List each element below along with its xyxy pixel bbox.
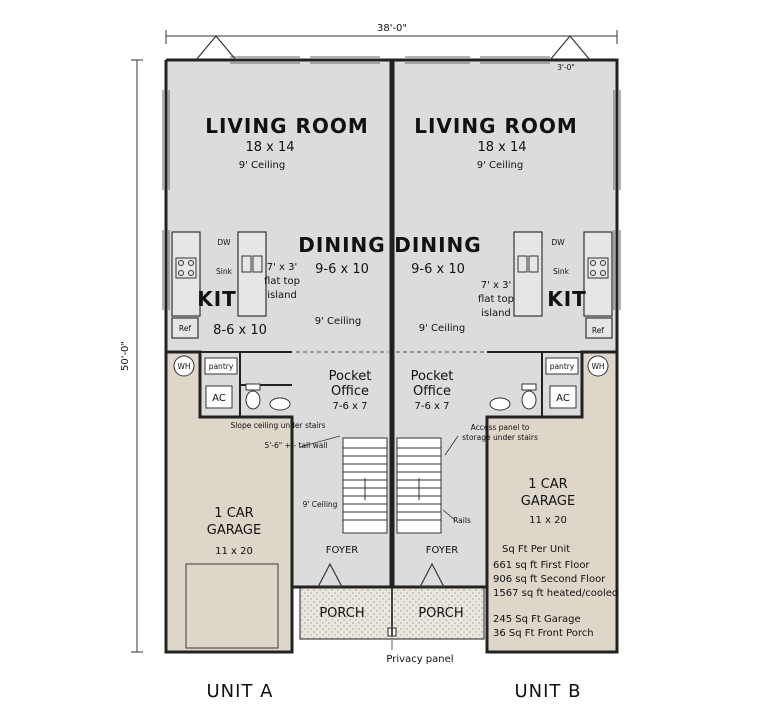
unit-b-office-size: 7-6 x 7: [415, 401, 450, 412]
unit-b-island-2: flat top: [478, 294, 514, 305]
unit-a-dining-ceiling: 9' Ceiling: [315, 316, 361, 327]
unit-a-garage-name-2: GARAGE: [207, 523, 261, 538]
unit-a-sink-label: Sink: [216, 267, 233, 276]
unit-b-office-name-1: Pocket: [411, 369, 454, 384]
unit-b-office-name-2: Office: [413, 384, 451, 399]
unit-b-rails-note: Rails: [453, 516, 471, 525]
width-dimension: 38'-0": [165, 23, 618, 44]
privacy-panel-label: Privacy panel: [386, 654, 453, 665]
unit-b-porch-label: PORCH: [418, 606, 463, 621]
unit-b-title: UNIT B: [514, 681, 581, 702]
unit-a-ac: [205, 385, 233, 409]
unit-b-dw-label: DW: [551, 238, 565, 247]
unit-b-living-ceiling: 9' Ceiling: [477, 160, 523, 171]
unit-a-stairs: [342, 437, 388, 534]
unit-b-lav-icon: [489, 397, 511, 411]
unit-b-island-3: island: [481, 308, 511, 319]
unit-a-island-2: flat top: [264, 276, 300, 287]
unit-b-garage-size: 11 x 20: [529, 515, 567, 526]
unit-b-water-heater: [587, 355, 609, 377]
unit-a-kitchen-label: KIT: [197, 287, 237, 311]
width-label: 38'-0": [377, 23, 407, 34]
unit-b-dining-label: DINING: [394, 233, 481, 257]
unit-a-dining-size: 9-6 x 10: [315, 262, 369, 277]
unit-a-island-3: island: [267, 290, 297, 301]
unit-a-water-heater: [173, 355, 195, 377]
unit-a-toilet-icon: [245, 383, 261, 410]
unit-a-office-ceiling: 9' Ceiling: [303, 500, 338, 509]
unit-a-lav-icon: [269, 397, 291, 411]
unit-b-wh-label: WH: [591, 362, 604, 371]
unit-b-toilet-icon: [521, 383, 537, 410]
unit-a-office-name-2: Office: [331, 384, 369, 399]
sqft-heated: 1567 sq ft heated/cooled: [493, 588, 618, 599]
unit-b-ref-label: Ref: [592, 326, 604, 335]
unit-a-living-ceiling: 9' Ceiling: [239, 160, 285, 171]
unit-a-living-room-size: 18 x 14: [245, 140, 294, 155]
unit-b-ac-label: AC: [556, 393, 570, 404]
unit-b-sink-icon: [517, 255, 539, 273]
unit-a-dw-label: DW: [217, 238, 231, 247]
unit-a-kitchen-size: 8-6 x 10: [213, 323, 267, 338]
unit-b-access-note-1: Access panel to: [471, 423, 530, 432]
unit-b-kitchen-counters: [513, 231, 613, 339]
unit-a-island-1: 7' x 3': [267, 262, 298, 273]
unit-b-dining-ceiling: 9' Ceiling: [419, 323, 465, 334]
unit-b-pantry: [545, 357, 579, 375]
unit-b-garage-name-2: GARAGE: [521, 494, 575, 509]
unit-a-front-door: [317, 562, 343, 588]
unit-a-ac-label: AC: [212, 393, 226, 404]
unit-b-living-room-size: 18 x 14: [477, 140, 526, 155]
unit-a-pantry-label: pantry: [209, 362, 234, 371]
sqft-porch: 36 Sq Ft Front Porch: [493, 628, 594, 639]
door-width-label: 3'-0": [557, 63, 575, 72]
unit-a-living-room-label: LIVING ROOM: [205, 114, 369, 138]
unit-b-stairs: [396, 437, 442, 534]
unit-b-access-note-2: storage under stairs: [462, 433, 538, 442]
rear-door-a: [195, 35, 237, 61]
unit-b-sink-label: Sink: [553, 267, 570, 276]
unit-a-dining-label: DINING: [298, 233, 385, 257]
unit-b-stove-icon: [587, 257, 609, 279]
depth-dimension: 50'-0": [120, 59, 143, 653]
unit-a-foyer-label: FOYER: [326, 545, 359, 556]
unit-b-island-1: 7' x 3': [481, 280, 512, 291]
unit-a-garage-size: 11 x 20: [215, 546, 253, 557]
unit-a-pantry: [204, 357, 238, 375]
sqft-title: Sq Ft Per Unit: [502, 544, 570, 555]
unit-b-foyer-label: FOYER: [426, 545, 459, 556]
unit-a-wh-label: WH: [177, 362, 190, 371]
rear-door-b: [549, 35, 591, 61]
unit-b-kitchen-label: KIT: [547, 287, 587, 311]
unit-b-pantry-label: pantry: [550, 362, 575, 371]
sqft-garage: 245 Sq Ft Garage: [493, 614, 581, 625]
unit-b-front-door: [419, 562, 445, 588]
sqft-second-floor: 906 sq ft Second Floor: [493, 574, 606, 585]
unit-b-main-fill: [392, 60, 617, 352]
unit-a-garage-name-1: 1 CAR: [214, 506, 253, 521]
sqft-first-floor: 661 sq ft First Floor: [493, 560, 590, 571]
unit-a-stove-icon: [175, 257, 197, 279]
unit-a-wall-note: 5'-6" +/- tall wall: [264, 441, 327, 450]
unit-b-ac: [549, 385, 577, 409]
unit-a-office-size: 7-6 x 7: [333, 401, 368, 412]
unit-a-main-fill: [166, 60, 392, 352]
depth-label: 50'-0": [120, 341, 131, 371]
unit-b-garage-name-1: 1 CAR: [528, 477, 567, 492]
unit-a-garage-door: [185, 563, 279, 649]
unit-b-dining-size: 9-6 x 10: [411, 262, 465, 277]
unit-a-slope-note: Slope ceiling under stairs: [231, 421, 326, 430]
unit-a-office-name-1: Pocket: [329, 369, 372, 384]
unit-a-title: UNIT A: [207, 681, 274, 702]
unit-a-porch-label: PORCH: [319, 606, 364, 621]
unit-a-sink-icon: [241, 255, 263, 273]
unit-b-living-room-label: LIVING ROOM: [414, 114, 578, 138]
unit-a-ref-label: Ref: [179, 324, 191, 333]
unit-a-kitchen-counters: [171, 231, 267, 339]
